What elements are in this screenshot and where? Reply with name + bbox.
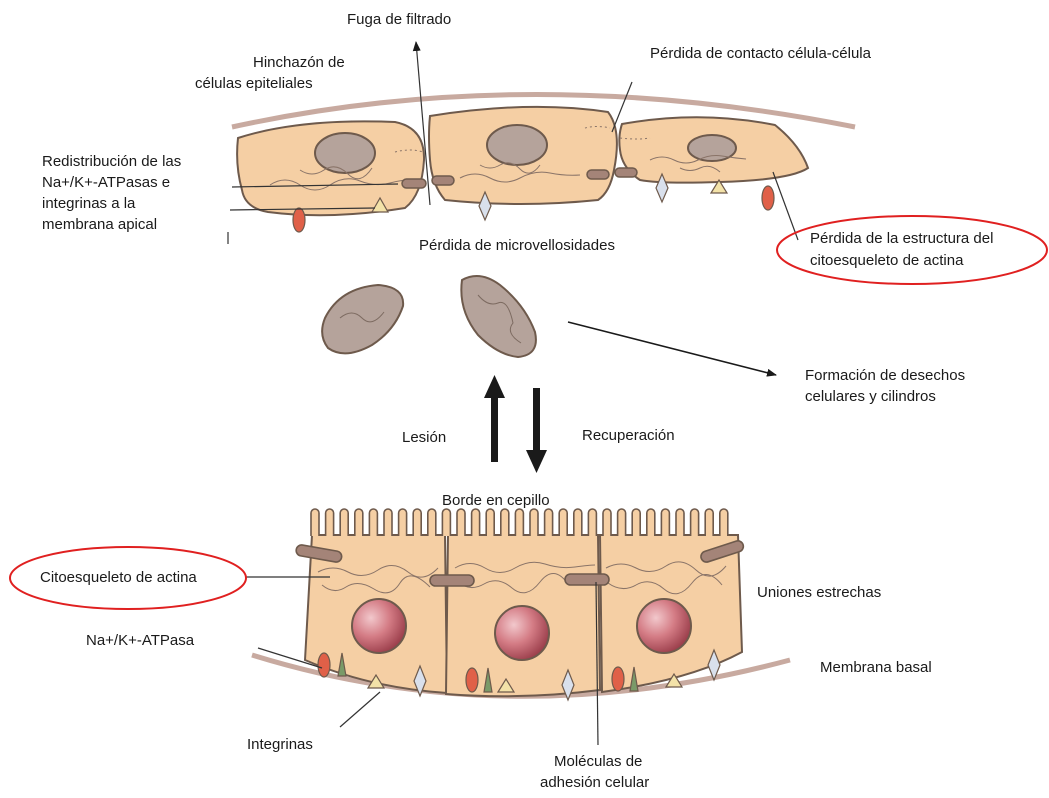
microvillus — [559, 509, 567, 536]
tight-junction — [587, 170, 609, 179]
healthy-nucleus — [637, 599, 691, 653]
label-perdida-estructura-line1: Pérdida de la estructura del — [810, 229, 993, 248]
microvillus — [428, 509, 436, 536]
label-borde-cepillo: Borde en cepillo — [442, 491, 550, 510]
label-uniones-estrechas: Uniones estrechas — [757, 583, 881, 602]
label-formacion-line2: celulares y cilindros — [805, 387, 936, 406]
brush-border — [311, 509, 728, 536]
label-recuperacion: Recuperación — [582, 426, 675, 445]
label-hinchazon-line2: células epiteliales — [195, 74, 313, 93]
label-hinchazon-line1: Hinchazón de — [253, 53, 345, 72]
damaged-nucleus — [487, 125, 547, 165]
healthy-nucleus — [352, 599, 406, 653]
label-moleculas-line1: Moléculas de — [554, 752, 642, 771]
microvillus — [472, 509, 480, 536]
label-perdida-estructura-line2: citoesqueleto de actina — [810, 251, 963, 270]
microvillus — [691, 509, 699, 536]
microvillus — [384, 509, 392, 536]
label-perdida-microvellosidades: Pérdida de microvellosidades — [419, 236, 615, 255]
microvillus — [676, 509, 684, 536]
tight-junction — [615, 168, 637, 177]
microvillus — [515, 509, 523, 536]
label-fuga-filtrado: Fuga de filtrado — [347, 10, 451, 29]
label-membrana-basal: Membrana basal — [820, 658, 932, 677]
microvillus — [618, 509, 626, 536]
microvillus — [311, 509, 319, 536]
healthy-nucleus — [495, 606, 549, 660]
microvillus — [369, 509, 377, 536]
microvillus — [413, 509, 421, 536]
highlight-ellipse-actin-loss — [777, 216, 1047, 284]
debris-cell — [461, 276, 536, 357]
label-redistribucion-line3: integrinas a la — [42, 194, 135, 213]
microvillus — [326, 509, 334, 536]
atpase-marker — [612, 667, 624, 691]
microvillus — [574, 509, 582, 536]
cellular-debris — [322, 276, 536, 357]
microvillus — [647, 509, 655, 536]
microvillus — [399, 509, 407, 536]
tight-junction — [402, 179, 426, 188]
label-lesion: Lesión — [402, 428, 446, 447]
healthy-epithelium — [252, 509, 790, 700]
label-citoesqueleto: Citoesqueleto de actina — [40, 568, 197, 587]
microvillus — [340, 509, 348, 536]
microvillus — [632, 509, 640, 536]
label-redistribucion-line2: Na+/K+-ATPasas e — [42, 173, 170, 192]
label-redistribucion-line1: Redistribución de las — [42, 152, 181, 171]
label-redistribucion-line4: membrana apical — [42, 215, 157, 234]
atpase-marker — [318, 653, 330, 677]
microvillus — [442, 509, 450, 536]
atpase-marker — [293, 208, 305, 232]
microvillus — [457, 509, 465, 536]
microvillus — [720, 509, 728, 536]
label-moleculas-line2: adhesión celular — [540, 773, 649, 792]
tight-junction — [432, 176, 454, 185]
microvillus — [355, 509, 363, 536]
microvillus — [588, 509, 596, 536]
microvillus — [486, 509, 494, 536]
atpase-marker — [762, 186, 774, 210]
damaged-nucleus — [315, 133, 375, 173]
microvillus — [705, 509, 713, 536]
label-na-k-atpasa: Na+/K+-ATPasa — [86, 631, 194, 650]
label-perdida-contacto: Pérdida de contacto célula-célula — [650, 44, 871, 63]
label-formacion-line1: Formación de desechos — [805, 366, 965, 385]
damaged-epithelium — [232, 95, 855, 233]
microvillus — [545, 509, 553, 536]
label-integrinas: Integrinas — [247, 735, 313, 754]
microvillus — [501, 509, 509, 536]
injury-recovery-arrows — [484, 375, 547, 473]
microvillus — [603, 509, 611, 536]
debris-arrow — [568, 322, 776, 375]
microvillus — [661, 509, 669, 536]
microvillus — [530, 509, 538, 536]
atpase-marker — [466, 668, 478, 692]
